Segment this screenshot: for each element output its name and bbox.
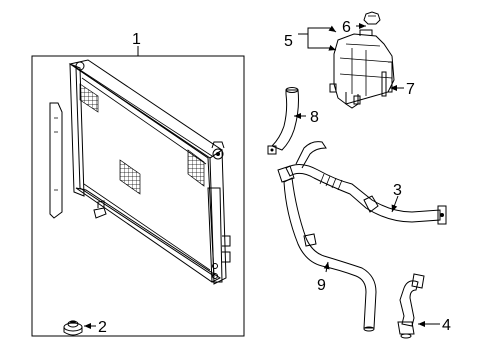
reservoir-cap — [363, 11, 381, 25]
left-side-bracket — [49, 102, 63, 219]
radiator-top-tank — [68, 59, 223, 159]
callout-1: 1 — [132, 31, 141, 48]
elbow-hose-part — [397, 273, 425, 339]
right-side-bracket — [207, 187, 223, 283]
radiator-bottom-tank — [75, 187, 222, 283]
lower-hose-part — [277, 141, 447, 225]
core-mesh-right — [187, 149, 205, 187]
callout-5: 5 — [284, 33, 293, 50]
mounting-bolt — [93, 200, 107, 219]
core-mesh-left — [79, 83, 99, 113]
bypass-hose-part — [283, 177, 377, 332]
core-mesh-center — [119, 159, 141, 195]
radiator-assembly — [31, 55, 245, 337]
leader-5 — [298, 27, 330, 49]
reservoir-tank — [333, 33, 395, 105]
callout-6: 6 — [342, 19, 351, 36]
callout-3: 3 — [393, 182, 402, 199]
callout-8: 8 — [310, 109, 319, 126]
radiator-right-tank — [209, 149, 227, 285]
leader-3 — [391, 195, 399, 213]
callout-4: 4 — [442, 317, 451, 334]
drain-plug-part — [63, 320, 83, 336]
callout-2: 2 — [98, 319, 107, 336]
reservoir-bracket — [381, 71, 387, 97]
callout-7: 7 — [406, 81, 415, 98]
coolant-reservoir — [329, 29, 395, 109]
leader-9 — [323, 261, 330, 273]
radiator-frame-box — [31, 55, 245, 337]
callout-9: 9 — [317, 277, 326, 294]
upper-hose-part — [267, 87, 299, 155]
radiator-left-tank — [69, 63, 85, 197]
